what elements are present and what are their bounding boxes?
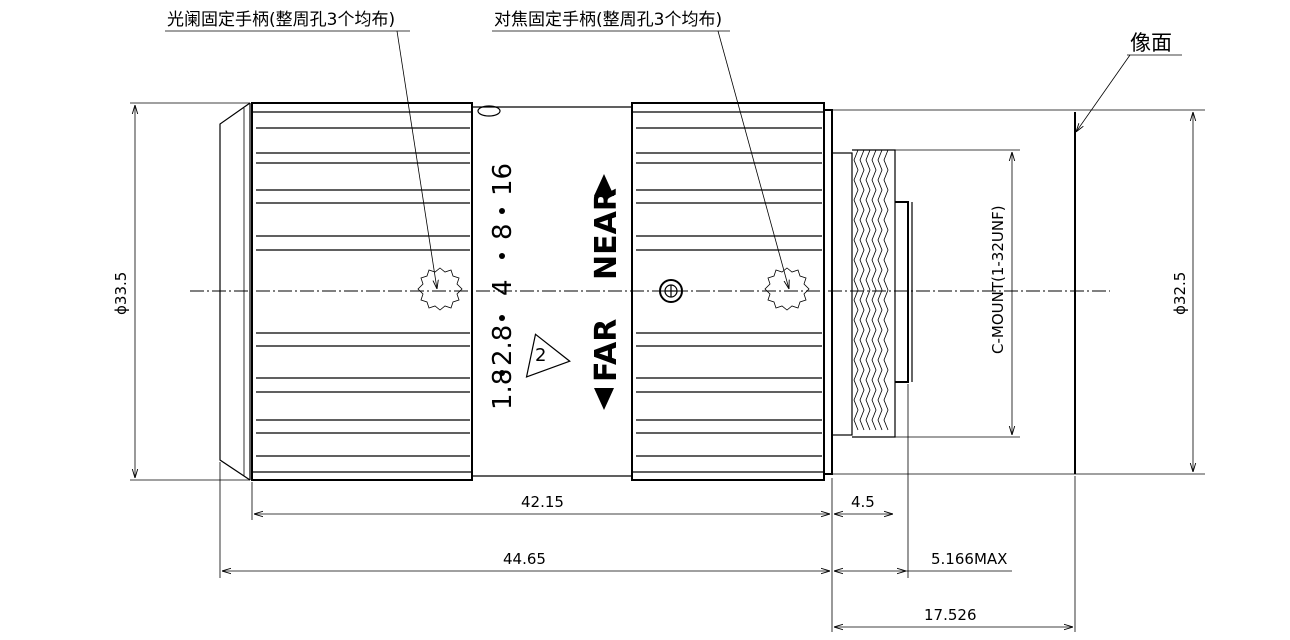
near-arrow-icon <box>594 174 614 196</box>
leader-lines <box>165 30 1182 289</box>
focus-ring <box>631 102 825 481</box>
body-length-value: 42.15 <box>521 493 564 511</box>
flange-distance-value: 17.526 <box>924 606 977 624</box>
front-diameter-value: ϕ33.5 <box>112 272 130 315</box>
back-protrusion-value: 5.166MAX <box>931 550 1007 568</box>
rear-flange <box>823 109 833 475</box>
f-value-2-8: 2.8 <box>488 325 518 366</box>
c-mount-thread <box>831 149 913 438</box>
f-value-16: 16 <box>488 163 518 196</box>
aperture-ring <box>251 102 473 481</box>
middle-barrel <box>472 105 683 477</box>
set-screw-icon <box>659 279 683 303</box>
total-length-value: 44.65 <box>503 550 546 568</box>
iris-handle-label: 光阑固定手柄(整周孔3个均布) <box>167 10 395 30</box>
far-arrow-icon <box>594 388 614 410</box>
front-lens-element <box>219 102 251 481</box>
rear-diameter-value: ϕ32.5 <box>1171 272 1189 315</box>
f-value-8: 8 <box>488 223 518 240</box>
image-plane-label: 像面 <box>1130 31 1172 55</box>
focus-handle-label: 对焦固定手柄(整周孔3个均布) <box>494 10 722 30</box>
focus-handle-hole-icon <box>764 267 810 311</box>
mount-spec-label: C-MOUNT(1-32UNF) <box>989 205 1007 354</box>
aperture-scale: 1.8 2.8 4 8 16 2 <box>488 163 571 410</box>
f-value-4: 4 <box>488 279 518 296</box>
mount-length-value: 4.5 <box>851 493 875 511</box>
focus-scale: NEAR FAR <box>589 174 624 410</box>
focus-far-label: FAR <box>589 319 624 382</box>
extension-lines <box>130 102 1205 632</box>
dimension-lines <box>135 105 1193 627</box>
warning-triangle-icon <box>525 333 571 378</box>
iris-handle-hole-icon <box>417 267 463 311</box>
warning-number: 2 <box>535 345 546 366</box>
focus-near-label: NEAR <box>589 188 624 280</box>
